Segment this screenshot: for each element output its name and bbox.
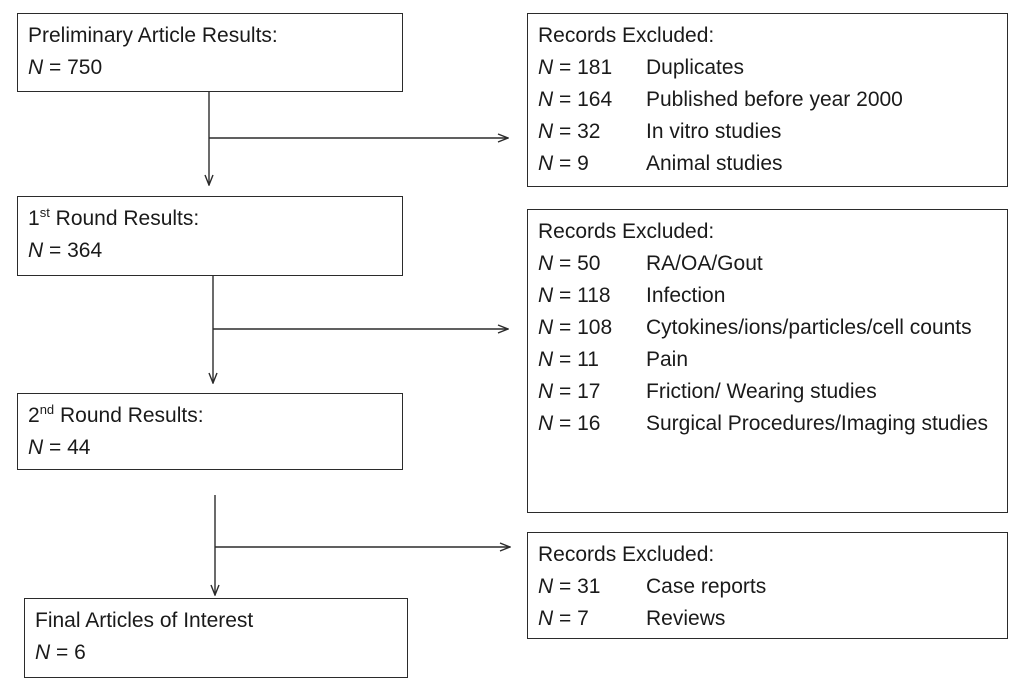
stage-title: Final Articles of Interest	[35, 609, 254, 632]
exclusion-header: Records Excluded:	[538, 543, 715, 566]
stage-title: Preliminary Article Results:	[28, 24, 278, 47]
stage-title: 1st Round Results:	[28, 205, 200, 230]
stage-count: N = 750	[28, 56, 103, 79]
exclusion-header: Records Excluded:	[538, 220, 715, 243]
stage-final-box: Final Articles of Interest N = 6	[24, 598, 408, 678]
stage-count: N = 364	[28, 239, 103, 262]
stage-preliminary-box: Preliminary Article Results: N = 750	[17, 13, 403, 92]
stage-title: 2nd Round Results:	[28, 402, 204, 427]
exclusion-header: Records Excluded:	[538, 24, 715, 47]
stage-count: N = 44	[28, 436, 91, 459]
stage-count: N = 6	[35, 641, 86, 664]
stage-round1-box: 1st Round Results: N = 364	[17, 196, 403, 276]
stage-round2-box: 2nd Round Results: N = 44	[17, 393, 403, 470]
